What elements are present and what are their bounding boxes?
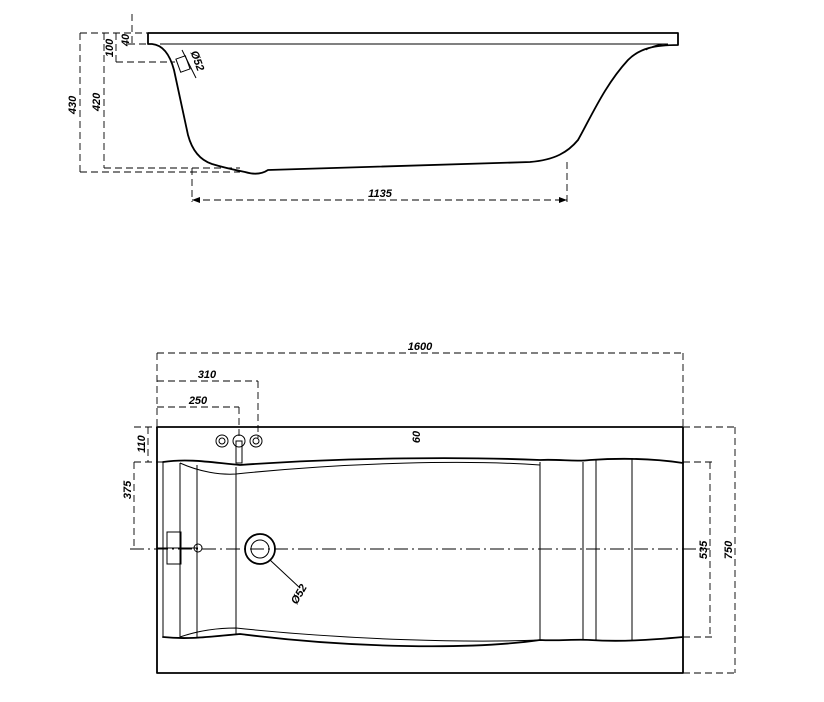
side-dim-1135: 1135	[368, 188, 393, 200]
top-view-basin-inner	[162, 458, 684, 640]
tap-right-inner-icon	[252, 437, 260, 445]
top-view-basin	[162, 457, 684, 648]
side-view-outline	[147, 32, 679, 175]
tap-left-icon	[215, 434, 229, 448]
top-dim-535: 535	[698, 540, 710, 559]
overflow-stub	[175, 55, 191, 73]
side-dim-420: 420	[91, 92, 103, 112]
side-dim-40: 40	[120, 33, 132, 47]
top-dim-drain-diameter: Ø52	[289, 582, 310, 606]
top-dim-1600: 1600	[408, 341, 433, 353]
top-view-basin-edge	[179, 461, 541, 642]
side-view-rim-line	[160, 43, 669, 51]
side-view: 430 420 100 40 Ø52 1135	[67, 14, 679, 203]
overflow-knob-icon	[193, 543, 203, 553]
top-dim-375: 375	[122, 480, 134, 499]
top-dim-310: 310	[198, 369, 217, 381]
top-dim-750: 750	[723, 540, 735, 559]
side-dim-430: 430	[67, 95, 79, 115]
tap-left-inner-icon	[218, 437, 226, 445]
top-dim-60: 60	[411, 430, 423, 443]
top-dim-250: 250	[188, 395, 208, 407]
top-dim-110: 110	[136, 434, 148, 452]
top-view: Ø52 1600 310 250 110 60 375 535 750	[122, 341, 737, 674]
spout-icon	[235, 440, 243, 464]
tap-right-icon	[249, 434, 263, 448]
side-dim-100: 100	[104, 38, 116, 57]
